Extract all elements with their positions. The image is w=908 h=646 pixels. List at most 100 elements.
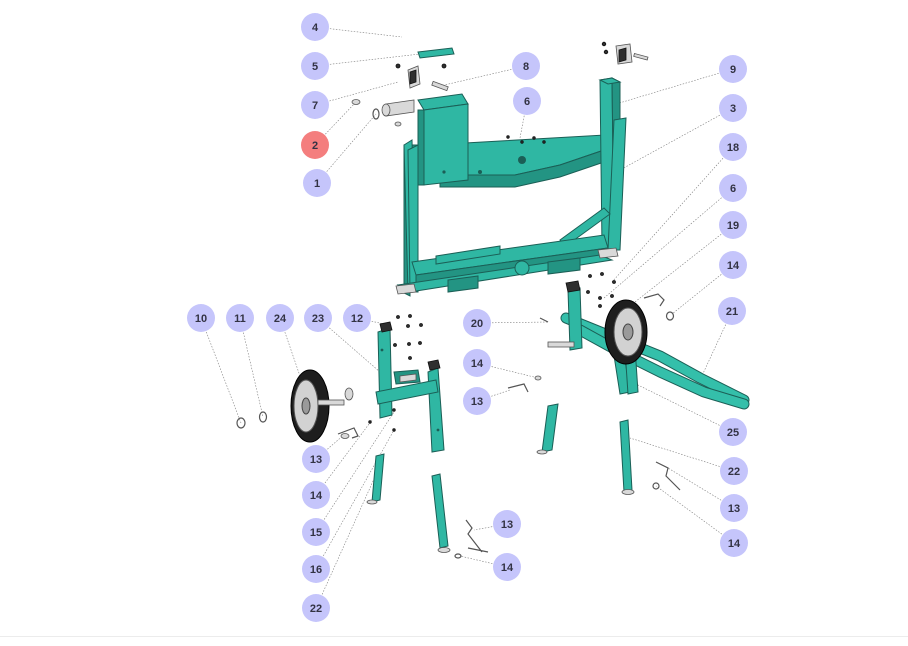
- callout-badge: [720, 529, 748, 557]
- callout-badge: [302, 555, 330, 583]
- leader-lines: [200, 26, 735, 609]
- callout-6[interactable]: 6: [719, 174, 747, 202]
- callout-number: 9: [730, 64, 736, 76]
- callout-15[interactable]: 15: [302, 518, 330, 546]
- callout-13[interactable]: 13: [493, 510, 521, 538]
- callout-badge: [718, 297, 746, 325]
- callout-number: 6: [730, 183, 736, 195]
- callout-number: 3: [730, 103, 736, 115]
- callout-number: 11: [234, 313, 246, 325]
- leader-line: [239, 317, 264, 418]
- leader-line: [655, 485, 735, 544]
- leader-line: [619, 107, 734, 171]
- callout-11[interactable]: 11: [226, 304, 254, 332]
- callout-badge: [301, 131, 329, 159]
- leader-line: [314, 26, 403, 38]
- callout-badge: [304, 304, 332, 332]
- bottom-divider: [0, 636, 908, 637]
- callout-5[interactable]: 5: [301, 52, 329, 80]
- leader-line: [200, 317, 242, 424]
- callout-1[interactable]: 1: [303, 169, 331, 197]
- callout-number: 5: [312, 61, 318, 73]
- callout-badge: [512, 52, 540, 80]
- callout-number: 14: [471, 358, 484, 370]
- callout-number: 13: [310, 454, 322, 466]
- callout-number: 4: [312, 22, 319, 34]
- callout-number: 14: [310, 490, 323, 502]
- top-hardware-parts: [351, 41, 649, 144]
- callout-22[interactable]: 22: [302, 594, 330, 622]
- callout-number: 18: [727, 142, 739, 154]
- callout-22[interactable]: 22: [720, 457, 748, 485]
- callout-9[interactable]: 9: [719, 55, 747, 83]
- callout-18[interactable]: 18: [719, 133, 747, 161]
- callout-2[interactable]: 2: [301, 131, 329, 159]
- callout-number: 2: [312, 140, 318, 152]
- callout-number: 14: [728, 538, 741, 550]
- callout-badge: [463, 309, 491, 337]
- support-legs-parts: [366, 403, 681, 559]
- callout-14[interactable]: 14: [493, 553, 521, 581]
- leader-line: [635, 383, 734, 433]
- leader-line: [315, 419, 373, 496]
- leader-line: [459, 555, 508, 568]
- callout-number: 8: [523, 61, 529, 73]
- callout-badge: [301, 13, 329, 41]
- callout-badge: [301, 91, 329, 119]
- callout-badge: [493, 553, 521, 581]
- callout-7[interactable]: 7: [301, 91, 329, 119]
- callout-8[interactable]: 8: [512, 52, 540, 80]
- callout-19[interactable]: 19: [719, 211, 747, 239]
- callout-13[interactable]: 13: [720, 494, 748, 522]
- leader-line: [316, 113, 377, 184]
- callout-number: 1: [314, 178, 320, 190]
- callout-23[interactable]: 23: [304, 304, 332, 332]
- callout-badge: [187, 304, 215, 332]
- left-wheel-assembly: [236, 314, 445, 453]
- callout-number: 14: [501, 562, 514, 574]
- callout-number: 15: [310, 527, 322, 539]
- callout-25[interactable]: 25: [719, 418, 747, 446]
- leader-line: [315, 469, 379, 609]
- leader-line: [615, 68, 734, 105]
- callout-14[interactable]: 14: [463, 349, 491, 377]
- leader-line: [315, 429, 395, 570]
- callout-number: 25: [727, 427, 739, 439]
- callout-3[interactable]: 3: [719, 94, 747, 122]
- callout-number: 6: [524, 96, 530, 108]
- callout-13[interactable]: 13: [463, 387, 491, 415]
- callout-12[interactable]: 12: [343, 304, 371, 332]
- callout-21[interactable]: 21: [718, 297, 746, 325]
- callout-number: 13: [501, 519, 513, 531]
- callout-16[interactable]: 16: [302, 555, 330, 583]
- callout-number: 24: [274, 313, 287, 325]
- callout-10[interactable]: 10: [187, 304, 215, 332]
- right-handle-wheel-assembly: [507, 272, 750, 410]
- main-frame-part: [395, 77, 627, 297]
- callout-14[interactable]: 14: [302, 481, 330, 509]
- callout-20[interactable]: 20: [463, 309, 491, 337]
- callout-badge: [266, 304, 294, 332]
- callout-4[interactable]: 4: [301, 13, 329, 41]
- callout-badge: [226, 304, 254, 332]
- callout-badge: [493, 510, 521, 538]
- callout-6[interactable]: 6: [513, 87, 541, 115]
- callout-badge: [719, 418, 747, 446]
- callout-badge: [719, 174, 747, 202]
- callout-24[interactable]: 24: [266, 304, 294, 332]
- leader-line: [314, 81, 399, 106]
- callout-14[interactable]: 14: [719, 251, 747, 279]
- callout-badge: [302, 594, 330, 622]
- callout-number: 12: [351, 313, 363, 325]
- leader-line: [629, 437, 735, 472]
- callout-number: 10: [195, 313, 207, 325]
- callout-number: 16: [310, 564, 322, 576]
- callout-number: 14: [727, 260, 740, 272]
- callout-badge: [719, 94, 747, 122]
- callout-badge: [463, 387, 491, 415]
- callout-13[interactable]: 13: [302, 445, 330, 473]
- callout-14[interactable]: 14: [720, 529, 748, 557]
- callout-badge: [719, 251, 747, 279]
